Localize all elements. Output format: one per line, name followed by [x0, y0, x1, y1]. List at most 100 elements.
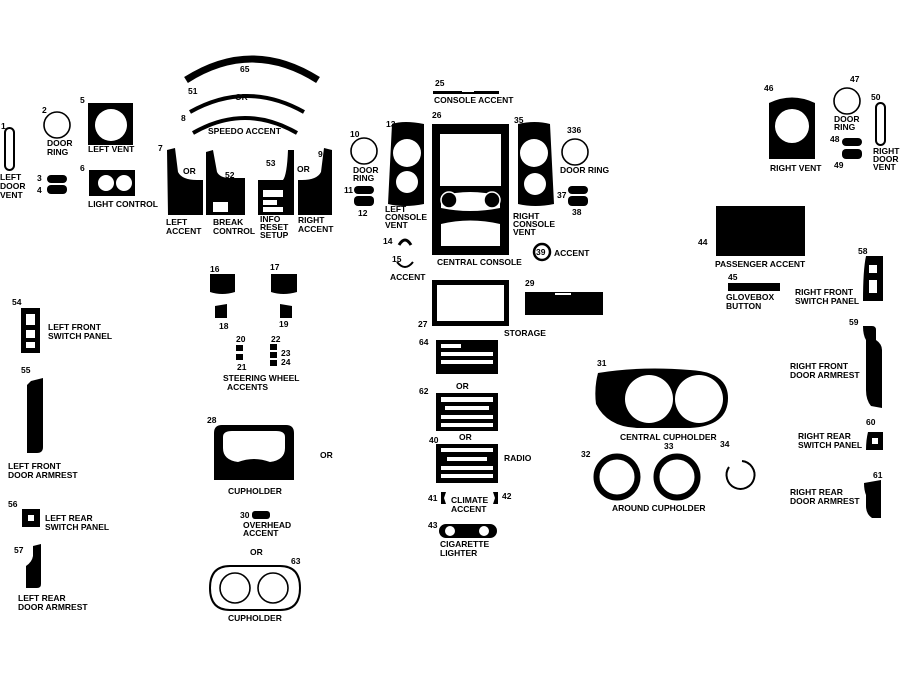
part-number-63: 63 [291, 556, 301, 566]
label-cupholder-63: CUPHOLDER [228, 613, 282, 623]
label-left-front-switch-panel-1: LEFT FRONT [48, 322, 102, 332]
part-left-front-switch-panel [21, 308, 40, 353]
label-accent-15: ACCENT [390, 272, 426, 282]
part-number-24: 24 [281, 357, 291, 367]
part-number-9: 9 [318, 149, 323, 159]
part-central-console-knob-b [483, 191, 501, 209]
part-number-34: 34 [720, 439, 730, 449]
part-number-45: 45 [728, 272, 738, 282]
part-number-13: 13 [386, 119, 396, 129]
part-around-cupholder-32 [593, 453, 641, 501]
part-number-48: 48 [830, 134, 840, 144]
part-console-accent-notch [462, 90, 474, 92]
part-cigarette-lighter [439, 524, 497, 538]
part-number-2: 2 [42, 105, 47, 115]
part-number-25: 25 [435, 78, 445, 88]
part-knob-4 [47, 185, 67, 194]
label-right-door-vent-2: DOOR [873, 154, 899, 164]
part-door-ring-336 [561, 138, 589, 166]
label-right-front-switch-panel-2: SWITCH PANEL [795, 296, 859, 306]
part-right-rear-switch-panel [866, 432, 883, 450]
label-left-rear-door-armrest-1: LEFT REAR [18, 593, 66, 603]
part-right-rear-door-armrest [864, 480, 881, 518]
label-cupholder-28: CUPHOLDER [228, 486, 282, 496]
part-steering-24 [270, 360, 277, 366]
label-info-reset-setup-3: SETUP [260, 230, 289, 240]
label-right-accent-2: ACCENT [298, 224, 334, 234]
part-number-6: 6 [80, 163, 85, 173]
part-left-rear-switch-panel [22, 509, 40, 527]
label-break-control-2: CONTROL [213, 226, 255, 236]
part-number-32: 32 [581, 449, 591, 459]
label-cigarette-lighter-1: CIGARETTE [440, 539, 489, 549]
label-speedo-accent: SPEEDO ACCENT [208, 126, 282, 136]
label-or-radio-1: OR [456, 381, 469, 391]
part-knob-3 [47, 175, 67, 183]
label-central-console: CENTRAL CONSOLE [437, 257, 522, 267]
label-break-control-1: BREAK [213, 217, 244, 227]
label-radio: RADIO [504, 453, 532, 463]
label-left-front-door-armrest-2: DOOR ARMREST [8, 470, 78, 480]
part-number-40: 40 [429, 435, 439, 445]
part-number-41: 41 [428, 493, 438, 503]
part-accent-14 [397, 238, 413, 246]
part-number-53: 53 [266, 158, 276, 168]
part-number-59: 59 [849, 317, 859, 327]
part-number-43: 43 [428, 520, 438, 530]
label-accent-39: ACCENT [554, 248, 590, 258]
label-light-control: LIGHT CONTROL [88, 199, 158, 209]
label-cigarette-lighter-2: LIGHTER [440, 548, 477, 558]
label-left-door-vent-2: DOOR [0, 181, 26, 191]
part-number-37: 37 [557, 190, 567, 200]
part-passenger-accent [716, 206, 805, 256]
part-left-vent [88, 103, 133, 145]
label-or-right-accent: OR [297, 164, 310, 174]
label-console-accent: CONSOLE ACCENT [434, 95, 514, 105]
label-central-cupholder: CENTRAL CUPHOLDER [620, 432, 717, 442]
part-steering-19 [280, 304, 292, 318]
label-right-door-vent-3: VENT [873, 162, 896, 172]
part-cupholder-28 [214, 425, 294, 480]
part-steering-23 [270, 352, 277, 358]
part-number-4: 4 [37, 185, 42, 195]
label-around-cupholder: AROUND CUPHOLDER [612, 503, 706, 513]
part-arc-51 [189, 94, 305, 114]
part-number-64: 64 [419, 337, 429, 347]
part-left-rear-door-armrest [26, 544, 41, 588]
part-overhead-accent [252, 511, 270, 519]
part-climate-42 [493, 492, 498, 504]
part-number-20: 20 [236, 334, 246, 344]
part-info-reset-setup [258, 150, 294, 215]
part-number-33: 33 [664, 441, 674, 451]
part-right-front-door-armrest [863, 326, 882, 408]
part-number-11: 11 [344, 185, 353, 195]
label-right-console-vent-3: VENT [513, 227, 536, 237]
part-steering-18 [215, 304, 227, 318]
label-left-rear-switch-panel-2: SWITCH PANEL [45, 522, 109, 532]
label-info-reset-setup-1: INFO [260, 214, 281, 224]
part-number-62: 62 [419, 386, 429, 396]
part-number-46: 46 [764, 83, 774, 93]
label-right-door-vent-1: RIGHT [873, 146, 900, 156]
label-left-rear-switch-panel-1: LEFT REAR [45, 513, 93, 523]
part-storage-frame [432, 280, 509, 326]
part-radio-64 [436, 340, 498, 374]
part-number-54: 54 [12, 297, 22, 307]
label-or-cupholder: OR [320, 450, 333, 460]
part-steering-20 [236, 345, 243, 351]
label-right-front-door-armrest-2: DOOR ARMREST [790, 370, 860, 380]
label-right-front-door-armrest-1: RIGHT FRONT [790, 361, 849, 371]
label-door-ring-47-2: RING [834, 122, 856, 132]
label-left-front-door-armrest-1: LEFT FRONT [8, 461, 62, 471]
part-right-console-vent [518, 122, 554, 206]
label-right-rear-switch-panel-1: RIGHT REAR [798, 431, 851, 441]
part-number-49: 49 [834, 160, 844, 170]
part-radio-62 [436, 393, 498, 431]
label-glovebox-button-1: GLOVEBOX [726, 292, 775, 302]
part-number-47: 47 [850, 74, 860, 84]
part-number-17: 17 [270, 262, 280, 272]
label-door-ring-left-1: DOOR [47, 138, 73, 148]
label-left-console-vent-1: LEFT [385, 204, 407, 214]
part-number-61: 61 [873, 470, 883, 480]
